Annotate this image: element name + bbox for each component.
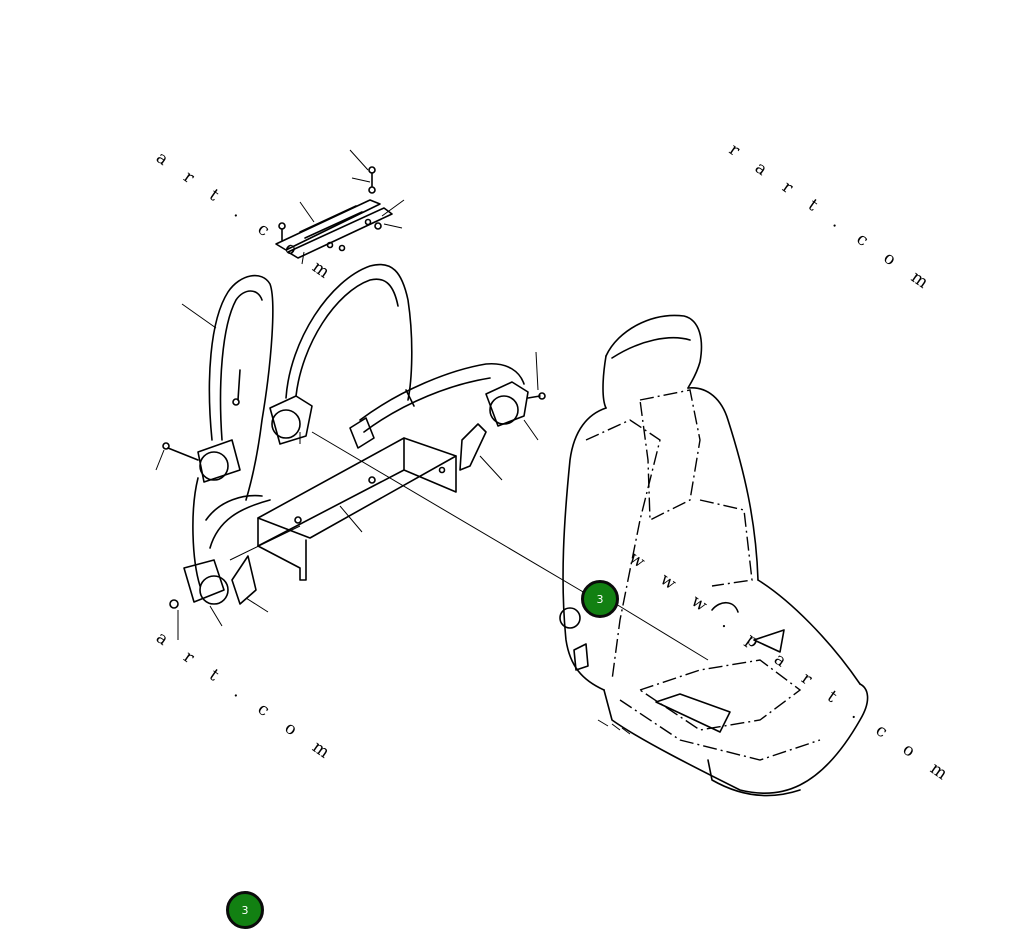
right-seat-belt [269,263,546,449]
watermark-bottom-left: a r t . c o m [152,628,340,768]
left-seat-belt [155,274,274,640]
watermark-seat-diagonal: w w w . p a r t . c o m [625,548,958,790]
mounting-bracket [229,423,503,581]
operator-seat [559,314,869,797]
watermark-top-left: a r t . c o m [152,148,340,288]
leader-line-seat [311,431,709,661]
watermark-top-right: r a r t . c o m [725,140,939,298]
callout-3-legend[interactable]: 3 [226,891,264,929]
mounting-rail-assembly [275,149,405,265]
callout-3-seat[interactable]: 3 [581,580,619,618]
